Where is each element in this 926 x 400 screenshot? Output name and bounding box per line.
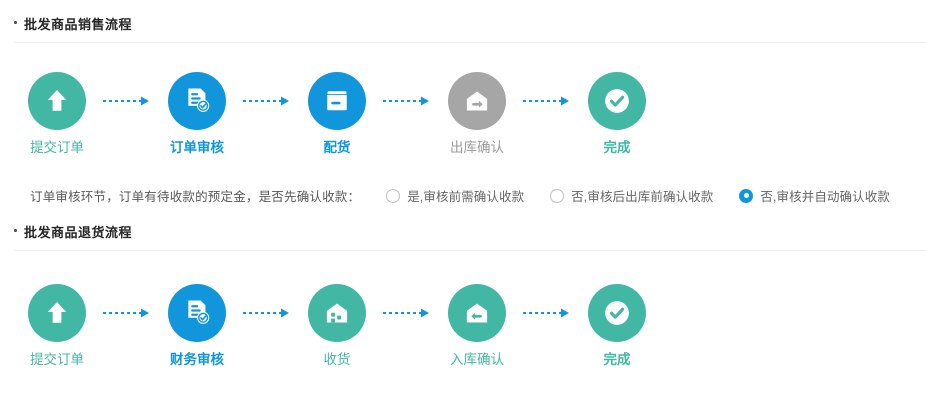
section-title-text: 批发商品销售流程 (24, 17, 133, 32)
flow-step-label: 配货 (323, 140, 351, 155)
radio-option-label: 否,审核后出库前确认收款 (571, 190, 714, 204)
flow-step-stock-in-confirm[interactable]: 入库确认 (434, 284, 520, 367)
flow-step-label: 提交订单 (30, 140, 84, 155)
section-title-text: 批发商品退货流程 (24, 225, 133, 240)
flow-step-label: 收货 (323, 352, 351, 367)
flow-step-label: 完成 (603, 352, 631, 367)
flow-step-allocate-goods[interactable]: 配货 (294, 72, 380, 155)
radio-option-label: 否,审核并自动确认收款 (760, 190, 890, 204)
upload-arrow-icon (28, 284, 86, 342)
flow-connector-arrow (520, 284, 574, 342)
return-flow-row: 提交订单 财务审核 (0, 284, 700, 367)
flow-step-complete[interactable]: 完成 (574, 72, 660, 155)
radio-option-confirm-after-review[interactable]: 否,审核后出库前确认收款 (550, 186, 713, 205)
flow-step-submit-order[interactable]: 提交订单 (14, 284, 100, 367)
flow-connector-arrow (100, 284, 154, 342)
warehouse-out-icon (448, 72, 506, 130)
document-check-icon (168, 72, 226, 130)
warehouse-dots-icon (308, 284, 366, 342)
flow-connector-arrow (240, 284, 294, 342)
radio-circle-icon[interactable] (550, 188, 565, 203)
flow-step-label: 完成 (603, 140, 631, 155)
radio-circle-selected-icon[interactable] (739, 188, 754, 203)
flow-step-finance-review[interactable]: 财务审核 (154, 284, 240, 367)
section-title-return: 批发商品退货流程 (0, 222, 132, 241)
check-circle-icon (588, 284, 646, 342)
check-circle-icon (588, 72, 646, 130)
sales-flow-row: 提交订单 订单审核 (0, 72, 700, 155)
flow-step-receive-goods[interactable]: 收货 (294, 284, 380, 367)
flow-step-label: 提交订单 (30, 352, 84, 367)
flow-connector-arrow (240, 72, 294, 130)
package-box-icon (308, 72, 366, 130)
document-check-icon (168, 284, 226, 342)
flow-step-stock-out-confirm[interactable]: 出库确认 (434, 72, 520, 155)
flow-step-label: 财务审核 (170, 352, 224, 367)
radio-option-confirm-before-review[interactable]: 是,审核前需确认收款 (386, 186, 524, 205)
flow-connector-arrow (100, 72, 154, 130)
bullet-icon (14, 229, 17, 232)
flow-step-label: 订单审核 (170, 140, 224, 155)
flow-step-label: 入库确认 (450, 352, 504, 367)
flow-step-order-review[interactable]: 订单审核 (154, 72, 240, 155)
radio-option-auto-confirm[interactable]: 否,审核并自动确认收款 (739, 186, 890, 205)
options-question-label: 订单审核环节，订单有待收款的预定金，是否先确认收款： (30, 190, 361, 204)
flow-connector-arrow (380, 72, 434, 130)
flow-step-complete[interactable]: 完成 (574, 284, 660, 367)
section-divider (14, 42, 926, 43)
flow-connector-arrow (380, 284, 434, 342)
section-title-sales: 批发商品销售流程 (0, 14, 132, 33)
flow-step-label: 出库确认 (450, 140, 504, 155)
flow-connector-arrow (520, 72, 574, 130)
bullet-icon (14, 21, 17, 24)
receipt-confirm-options: 订单审核环节，订单有待收款的预定金，是否先确认收款： 是,审核前需确认收款 否,… (0, 186, 890, 205)
section-divider (14, 250, 926, 251)
radio-group: 是,审核前需确认收款 否,审核后出库前确认收款 否,审核并自动确认收款 (360, 186, 890, 205)
radio-option-label: 是,审核前需确认收款 (407, 190, 525, 204)
warehouse-in-icon (448, 284, 506, 342)
flow-step-submit-order[interactable]: 提交订单 (14, 72, 100, 155)
radio-circle-icon[interactable] (386, 188, 401, 203)
upload-arrow-icon (28, 72, 86, 130)
